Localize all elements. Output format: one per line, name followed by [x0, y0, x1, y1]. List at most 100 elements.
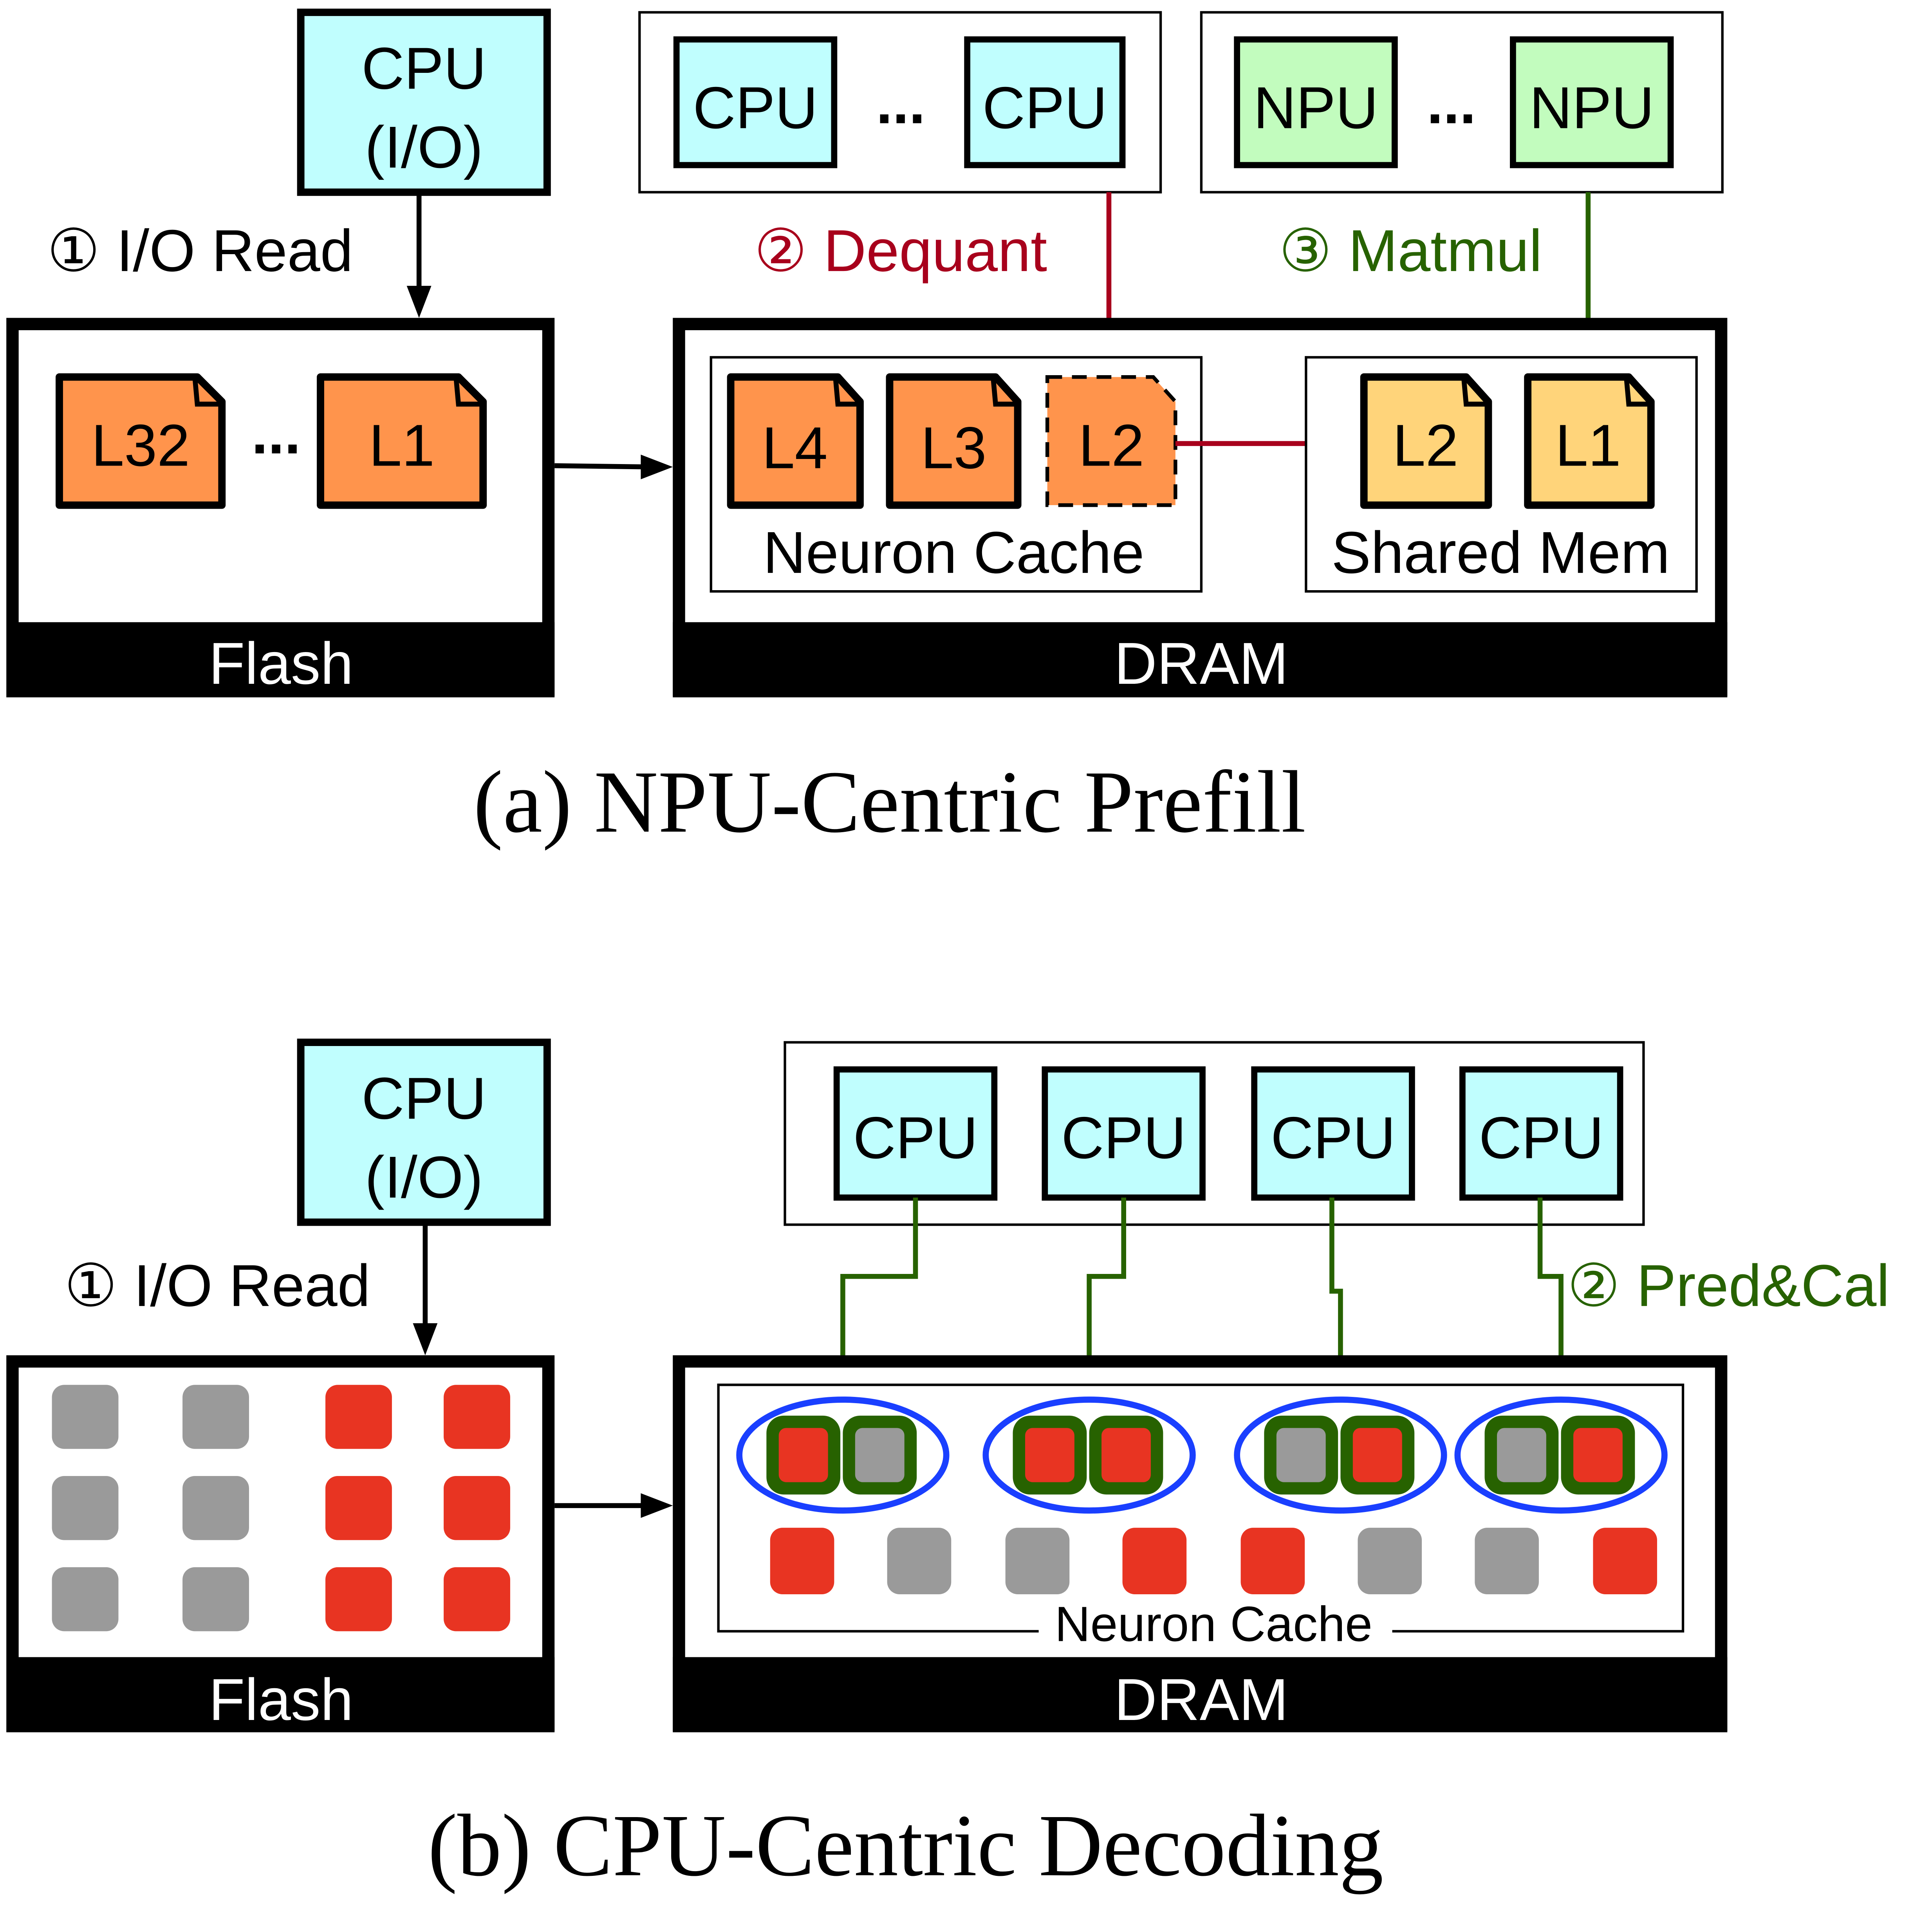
layer-file: L1 — [317, 373, 487, 509]
dequant-label: ② Dequant — [754, 218, 1047, 284]
npu-core — [1509, 36, 1674, 168]
neuron-red — [1573, 1428, 1623, 1482]
layer-label: L3 — [921, 415, 987, 481]
layer-label: L2 — [1078, 412, 1144, 479]
pred-cal-wire — [1537, 1197, 1564, 1380]
neuron-gray — [52, 1385, 119, 1449]
arrowhead-icon — [641, 454, 673, 479]
neuron-group — [736, 1397, 950, 1514]
cpu-core — [673, 36, 838, 168]
neuron-gray — [1358, 1528, 1422, 1595]
neuron-red — [325, 1567, 392, 1631]
neuron-red — [1593, 1528, 1657, 1595]
caption-b: (b) CPU-Centric Decoding — [428, 1796, 1384, 1894]
neuron-group — [1454, 1397, 1668, 1514]
neuron-cache-label: Neuron Cache — [763, 520, 1145, 586]
dram-box: DRAM Neuron Cache — [673, 1355, 1728, 1733]
layer-file: L3 — [886, 373, 1022, 509]
npu-core-label: NPU — [1529, 75, 1654, 141]
layer-file: L1 — [1524, 373, 1655, 509]
layer-file: L2 — [1360, 373, 1492, 509]
layer-label: L2 — [1393, 412, 1459, 479]
layer-label: L1 — [369, 412, 435, 479]
neuron-gray — [1276, 1428, 1326, 1482]
layer-file: L32 — [56, 373, 226, 509]
dram-label: DRAM — [1114, 1667, 1289, 1733]
io-read-label: ① I/O Read — [64, 1253, 370, 1319]
shared-mem-label: Shared Mem — [1331, 520, 1670, 586]
layer-file: L4 — [727, 373, 864, 509]
cpu-cluster: CPU CPU CPU CPU — [784, 1041, 1645, 1226]
neuron-red — [1122, 1528, 1187, 1595]
neuron-red — [444, 1476, 510, 1540]
cpu-core-label: CPU — [982, 75, 1107, 141]
pred-cal-wire — [1329, 1197, 1343, 1380]
ellipsis: ... — [251, 400, 301, 466]
neuron-cache-label: Neuron Cache — [1055, 1597, 1372, 1652]
ellipsis: ... — [876, 70, 925, 136]
neuron-gray — [887, 1528, 952, 1595]
neuron-red — [444, 1567, 510, 1631]
arrowhead-icon — [641, 1493, 673, 1518]
npu-cluster: NPU ... NPU — [1200, 11, 1724, 193]
io-cpu-box: CPU (I/O) — [297, 9, 551, 196]
neuron-gray — [855, 1428, 905, 1482]
io-cpu-sublabel: (I/O) — [365, 1144, 483, 1210]
npu-core-label: NPU — [1253, 75, 1378, 141]
io-cpu-sublabel: (I/O) — [365, 114, 483, 181]
neuron-gray — [52, 1476, 119, 1540]
neuron-red — [1101, 1428, 1151, 1482]
ellipsis: ... — [1427, 70, 1476, 136]
pred-cal-label: ② Pred&Cal — [1567, 1253, 1890, 1319]
neuron-gray — [182, 1476, 249, 1540]
layer-label: L4 — [762, 415, 828, 481]
neuron-gray — [182, 1385, 249, 1449]
flash-box: Flash L32 ... L1 — [6, 318, 555, 697]
io-cpu-label: CPU — [361, 1066, 486, 1132]
cpu-core-label: CPU — [853, 1105, 978, 1171]
npu-core — [1234, 36, 1398, 168]
neuron-gray — [1475, 1528, 1539, 1595]
neuron-red — [444, 1385, 510, 1449]
matmul-label: ③ Matmul — [1279, 218, 1542, 284]
panel-a: CPU (I/O) ① I/O Read CPU ... CPU NPU ...… — [6, 9, 1728, 851]
layer-label: L1 — [1555, 412, 1621, 479]
panel-b: CPU (I/O) ① I/O Read CPU CPU CPU CPU ② Pred… — [6, 1039, 1890, 1894]
neuron-red — [325, 1476, 392, 1540]
neuron-red — [778, 1428, 828, 1482]
flash-to-dram-arrow — [554, 463, 653, 470]
io-cpu-label: CPU — [361, 36, 486, 102]
cpu-core-label: CPU — [1479, 1105, 1604, 1171]
cpu-core: CPU — [1459, 1066, 1623, 1201]
neuron-gray — [52, 1567, 119, 1631]
pred-cal-wire — [1087, 1197, 1126, 1380]
cpu-core: CPU — [1251, 1066, 1415, 1201]
cpu-core-label: CPU — [1271, 1105, 1396, 1171]
arrowhead-icon — [413, 1323, 438, 1355]
dram-label: DRAM — [1114, 631, 1289, 697]
neuron-red — [1352, 1428, 1402, 1482]
neuron-cache: L4 L3 L2 Neuron Cache — [710, 356, 1203, 593]
io-cpu-box: CPU (I/O) — [297, 1039, 551, 1226]
neuron-red — [1025, 1428, 1074, 1482]
neuron-gray — [1005, 1528, 1070, 1595]
shared-mem: L2 L1 Shared Mem — [1305, 356, 1698, 593]
neuron-group — [1234, 1397, 1447, 1514]
cpu-core: CPU — [1042, 1066, 1206, 1201]
neuron-red — [325, 1385, 392, 1449]
cpu-cluster: CPU ... CPU — [638, 11, 1162, 193]
neuron-gray — [182, 1567, 249, 1631]
neuron-cache: Neuron Cache — [717, 1384, 1685, 1652]
cpu-core: CPU — [833, 1066, 998, 1201]
neuron-red — [1240, 1528, 1305, 1595]
layer-file-moving: L2 — [1045, 375, 1177, 507]
io-read-label: ① I/O Read — [47, 218, 353, 284]
cpu-core-label: CPU — [1061, 1105, 1186, 1171]
flash-label: Flash — [209, 631, 353, 697]
layer-label: L32 — [91, 412, 190, 479]
cpu-core — [964, 36, 1126, 168]
flash-box: Flash — [6, 1355, 555, 1733]
neuron-red — [770, 1528, 834, 1595]
caption-a: (a) NPU-Centric Prefill — [473, 753, 1306, 851]
